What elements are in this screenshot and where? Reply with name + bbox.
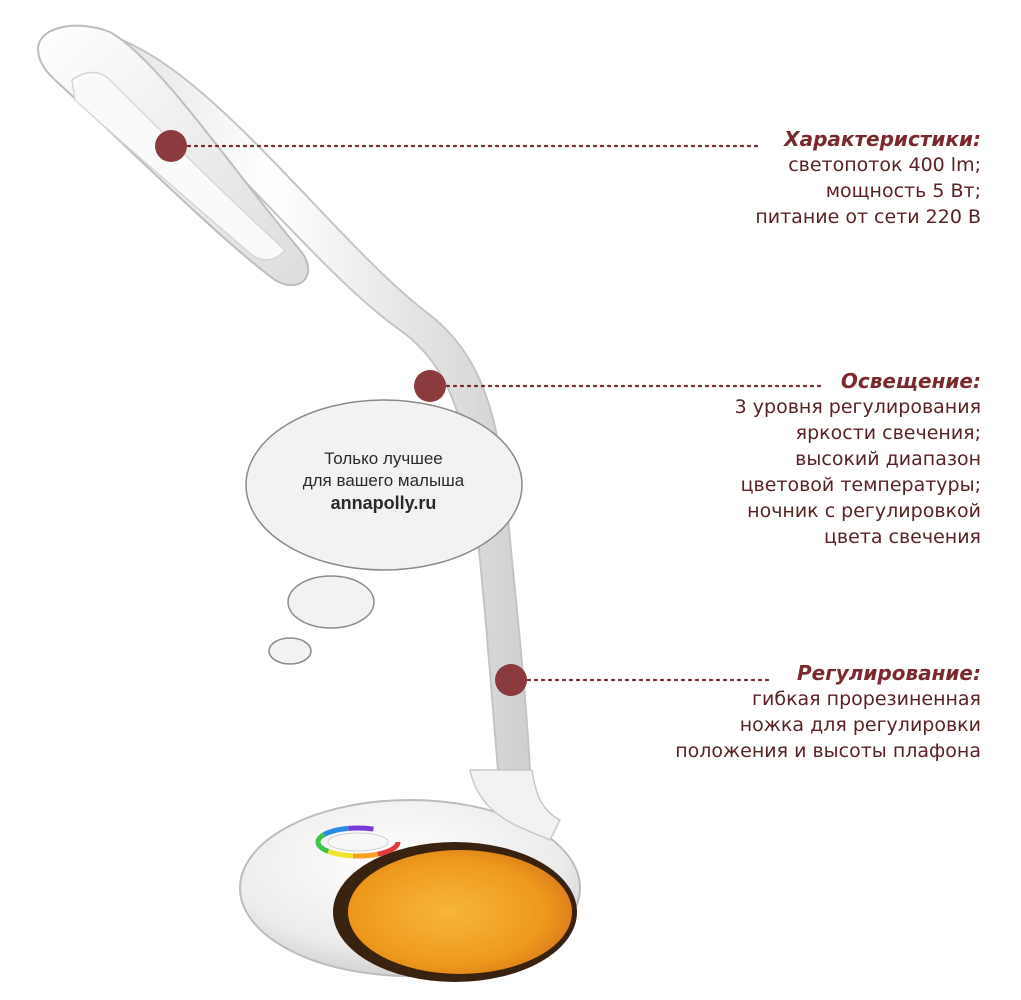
bubble-line-1: Только лучшее — [324, 449, 443, 468]
callout-line: гибкая прорезиненная — [752, 688, 981, 710]
callout-line: яркости свечения; — [795, 422, 981, 444]
bubble-line-2: для вашего малыша — [302, 471, 465, 490]
callout-lighting: Освещение: 3 уровня регулирования яркост… — [735, 368, 981, 550]
speech-bubble — [245, 399, 523, 571]
speech-bubble-dot-small — [268, 637, 312, 665]
callout-dot-2 — [414, 370, 446, 402]
callout-line: 3 уровня регулирования — [734, 396, 981, 418]
callout-line: цветовой температуры; — [740, 474, 981, 496]
callout-title: Регулирование: — [797, 661, 981, 685]
callout-line: питание от сети 220 В — [755, 206, 981, 228]
lamp-neck-joint — [469, 769, 562, 842]
callout-dot-1 — [155, 130, 187, 162]
callout-dot-3 — [495, 664, 527, 696]
speech-bubble-text: Только лучшее для вашего малыша annapoll… — [246, 448, 521, 514]
callout-line: ножка для регулировки — [739, 714, 981, 736]
callout-line: высокий диапазон — [795, 448, 981, 470]
callout-specs: Характеристики: светопоток 400 lm; мощно… — [755, 126, 981, 230]
rainbow-touch-ring-icon[interactable] — [315, 825, 401, 859]
callout-line: цвета свечения — [823, 526, 981, 548]
callout-title: Характеристики: — [784, 127, 981, 151]
callout-line: положения и высоты плафона — [675, 740, 981, 762]
speech-bubble-dot-large — [287, 575, 375, 629]
callout-line: мощность 5 Вт; — [825, 180, 981, 202]
callout-title: Освещение: — [840, 369, 981, 393]
callout-adjustment: Регулирование: гибкая прорезиненная ножк… — [675, 660, 981, 764]
lamp-led-panel — [71, 71, 287, 261]
night-light-glow-inner — [348, 850, 572, 974]
bubble-site-link[interactable]: annapolly.ru — [330, 493, 437, 513]
callout-line: светопоток 400 lm; — [788, 154, 981, 176]
callout-line: ночник с регулировкой — [747, 500, 981, 522]
